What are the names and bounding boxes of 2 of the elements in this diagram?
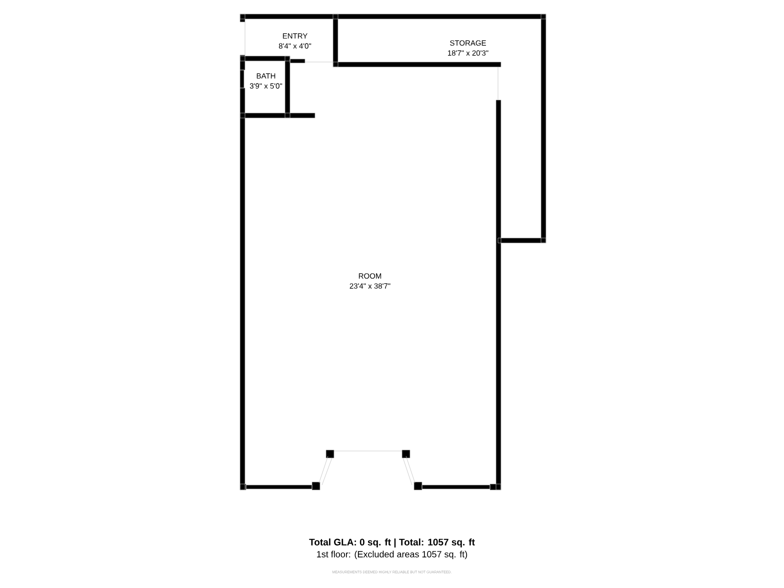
floor-area-text: 1st floor: (Excluded areas 1057 sq. ft) [317,550,468,560]
total-area-text: Total GLA: 0 sq. ft | Total: 1057 sq. ft [309,538,475,548]
